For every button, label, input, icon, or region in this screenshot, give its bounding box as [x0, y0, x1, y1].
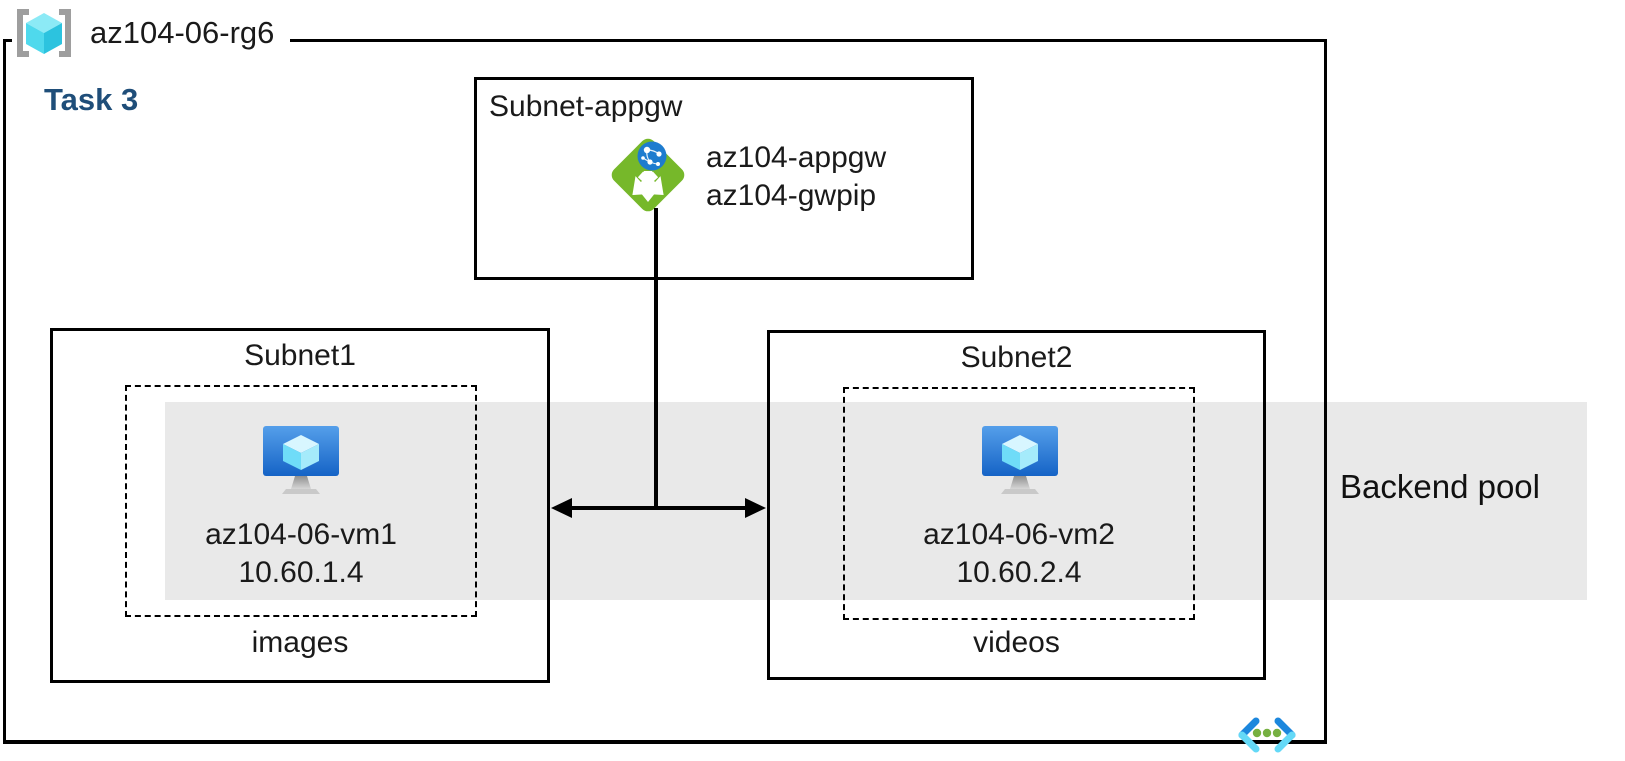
- virtual-machine-icon: [263, 426, 339, 494]
- subnet1-vm-group-box: [125, 385, 477, 617]
- task-label: Task 3: [44, 82, 139, 117]
- resource-group-header: az104-06-rg6: [12, 5, 291, 61]
- backend-pool-band: [165, 402, 1587, 600]
- vm1-name: az104-06-vm1: [205, 518, 397, 551]
- virtual-network-icon: [1238, 717, 1296, 753]
- subnet-appgw-box: Subnet-appgw: [474, 77, 974, 280]
- appgw-name: az104-appgw: [706, 141, 887, 174]
- subnet1-container-label: images: [251, 626, 349, 659]
- subnet2-vm-group-box: [843, 387, 1195, 620]
- vm2-ip: 10.60.2.4: [956, 556, 1082, 589]
- subnet2-container-label: videos: [973, 626, 1060, 659]
- virtual-machine-icon: [982, 426, 1058, 494]
- subnet1-vm-labels: az104-06-vm1 10.60.1.4: [125, 516, 477, 592]
- subnet2-title: Subnet2: [960, 341, 1073, 374]
- resource-group-icon: [17, 9, 71, 57]
- subnet1-box: Subnet1: [50, 328, 550, 683]
- vm1-ip: 10.60.1.4: [238, 556, 364, 589]
- appgw-pip-name: az104-gwpip: [706, 179, 877, 212]
- appgw-labels: az104-appgw az104-gwpip: [706, 139, 886, 215]
- vm2-name: az104-06-vm2: [923, 518, 1115, 551]
- connector-lines: [551, 208, 766, 518]
- subnet-appgw-title: Subnet-appgw: [489, 90, 683, 123]
- backend-pool-label: Backend pool: [1340, 468, 1540, 505]
- subnet1-title: Subnet1: [244, 339, 356, 372]
- application-gateway-icon: [611, 138, 685, 212]
- subnet2-vm-labels: az104-06-vm2 10.60.2.4: [843, 516, 1195, 592]
- subnet2-box: Subnet2: [767, 330, 1266, 680]
- resource-group-name: az104-06-rg6: [90, 15, 275, 50]
- resource-group-box: [3, 39, 1327, 744]
